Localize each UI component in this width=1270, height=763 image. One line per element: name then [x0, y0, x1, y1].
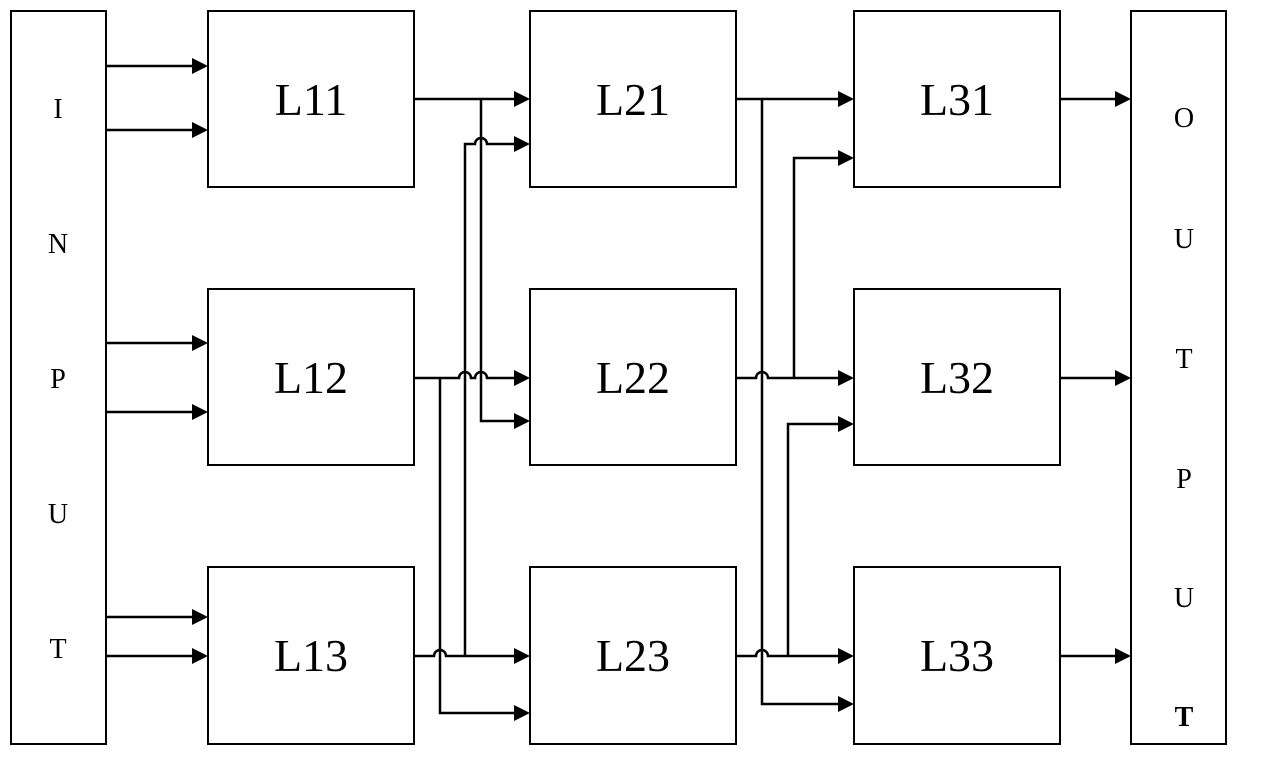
arrowhead [192, 122, 208, 138]
arrowhead [192, 58, 208, 74]
arrowhead [192, 335, 208, 351]
output-letter: U [1174, 224, 1194, 255]
arrowhead [838, 370, 854, 386]
l22-to-l32-connector [736, 370, 839, 380]
arrowhead [838, 648, 854, 664]
node-l32-label: L32 [920, 352, 994, 403]
node-l12-box [207, 288, 415, 466]
node-l23-label: L23 [596, 630, 670, 681]
l11-to-l22-connector [479, 99, 515, 423]
arrowhead [514, 413, 530, 429]
node-l11-box [207, 10, 415, 188]
l23-to-l33-connector [736, 648, 839, 658]
output-letter: P [1176, 464, 1192, 495]
output-letter: T [1175, 702, 1194, 733]
arrowhead [1115, 370, 1131, 386]
arrowhead [192, 648, 208, 664]
input-letter: T [49, 634, 66, 665]
input-letter: N [48, 229, 68, 260]
node-l23-box [529, 566, 737, 745]
input-letter: U [48, 499, 68, 530]
output-column [1130, 10, 1227, 745]
node-l11-label: L11 [275, 74, 347, 125]
node-l22-label: L22 [596, 352, 670, 403]
arrowhead [514, 136, 530, 152]
node-l33-label: L33 [920, 630, 994, 681]
arrowhead [192, 609, 208, 625]
arrowhead [514, 648, 530, 664]
l21-to-l33-connector [760, 99, 839, 706]
arrowhead [514, 705, 530, 721]
arrowhead [838, 416, 854, 432]
node-l13-label: L13 [274, 630, 348, 681]
output-letter: O [1174, 103, 1194, 134]
node-l21-box [529, 10, 737, 188]
output-letter: U [1174, 583, 1194, 614]
node-l21-label: L21 [596, 74, 670, 125]
l23-to-l32-connector [786, 422, 839, 656]
arrowhead [192, 404, 208, 420]
node-l32-box [853, 288, 1061, 466]
l22-to-l31-connector [792, 156, 839, 378]
l12-to-l22-connector [414, 370, 515, 380]
input-letter: P [50, 364, 66, 395]
node-l31-label: L31 [920, 74, 994, 125]
node-l22-box [529, 288, 737, 466]
node-l12-label: L12 [274, 352, 348, 403]
arrowhead [838, 150, 854, 166]
arrowhead [514, 370, 530, 386]
arrowhead [1115, 648, 1131, 664]
l12-to-l23-connector [438, 378, 515, 715]
arrowhead [838, 696, 854, 712]
arrowhead [514, 91, 530, 107]
arrowhead [838, 91, 854, 107]
node-l13-box [207, 566, 415, 745]
arrowhead [1115, 91, 1131, 107]
l13-to-l21-connector [463, 136, 515, 656]
input-letter: I [53, 94, 62, 125]
output-letter: T [1175, 344, 1192, 375]
input-column [10, 10, 107, 745]
